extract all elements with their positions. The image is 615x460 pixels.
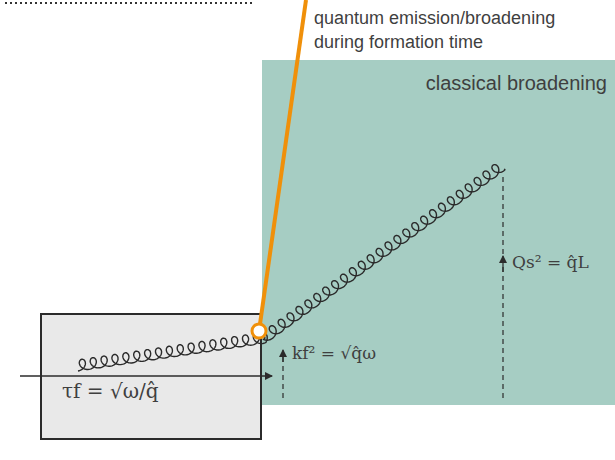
gluon-coil — [78, 165, 505, 371]
node-text: τf = √ω/q̂ — [62, 379, 159, 403]
kf-arrow — [282, 350, 283, 362]
dotted-rule — [5, 2, 255, 4]
qs-dashed-line — [502, 176, 503, 398]
qs-arrow — [502, 256, 503, 272]
callout-dot — [252, 324, 266, 338]
node-text: classical broadening — [426, 72, 607, 95]
quark-line — [20, 375, 272, 377]
qs-formula: Qs² = q̂L — [512, 252, 589, 272]
callout-note: quantum emission/broadening during forma… — [314, 6, 594, 55]
callout-line — [260, 0, 306, 324]
kf-formula: kf² = √q̂ω — [292, 343, 376, 363]
